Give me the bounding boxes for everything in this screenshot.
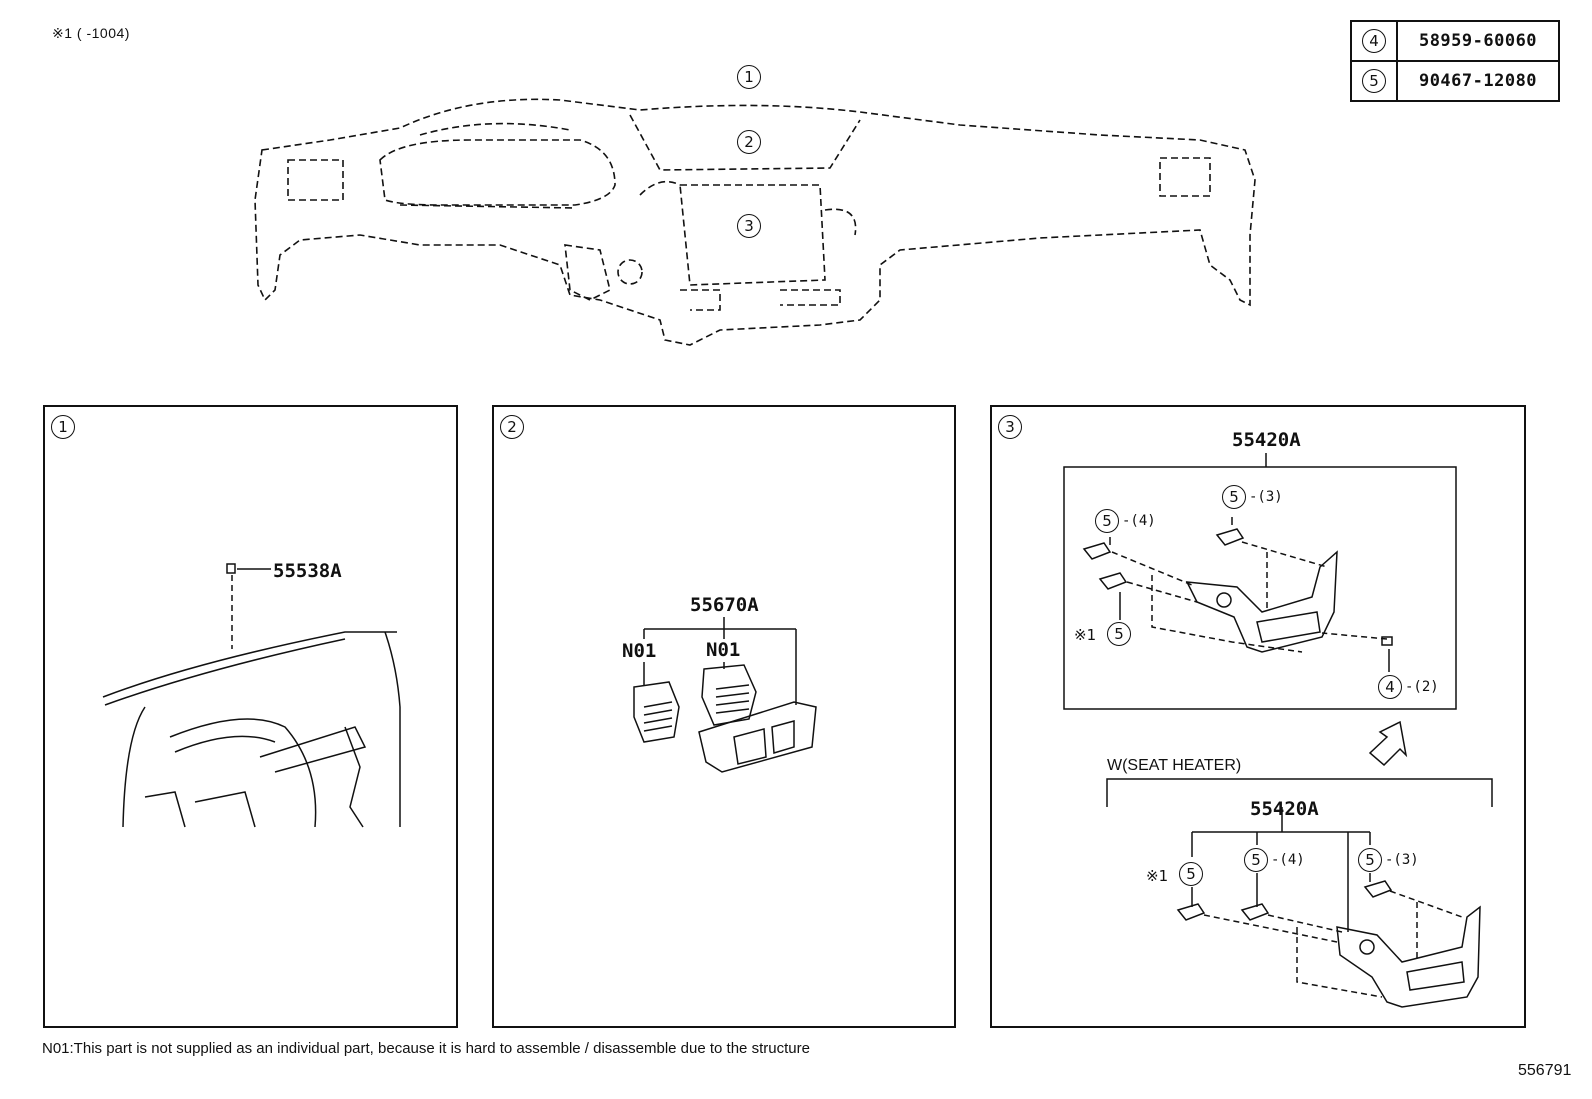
quantity-label: -(4): [1271, 852, 1305, 868]
callout-circle: 3: [737, 214, 761, 238]
part-label: 55538A: [273, 560, 342, 582]
detail-panel-2: 2 55670A N01 N01: [492, 405, 956, 1028]
quantity-label: -(4): [1122, 513, 1156, 529]
callout-circle: 5: [1179, 862, 1203, 886]
callout-circle: 5: [1244, 848, 1268, 872]
part-label: 55420A: [1232, 429, 1301, 451]
callout-circle: 5: [1095, 509, 1119, 533]
reference-table: 4 58959-60060 5 90467-12080: [1350, 20, 1560, 102]
panel-index: 3: [998, 415, 1022, 439]
callout-circle: 5: [1358, 848, 1382, 872]
quantity-label: -(3): [1385, 852, 1419, 868]
panel-index: 2: [500, 415, 524, 439]
callout-circle: 1: [737, 65, 761, 89]
callout-circle: 4: [1378, 675, 1402, 699]
part-label-n01: N01: [706, 639, 741, 661]
part-number: 58959-60060: [1396, 20, 1560, 62]
part-label: 55670A: [690, 594, 759, 616]
detail-panel-3: 3 55420A 5 -(4) 5 -(3) ※1 5 4 -(2) W(SEA…: [990, 405, 1526, 1028]
panel-1-drawing: [102, 563, 401, 828]
dashboard-overview-drawing: [254, 98, 1256, 346]
reference-row: 5 90467-12080: [1350, 60, 1560, 102]
note-mark: ※1: [1074, 626, 1097, 644]
header-note: ※1 ( -1004): [52, 25, 130, 41]
panel-index: 1: [51, 415, 75, 439]
callout-circle: 5: [1107, 622, 1131, 646]
illustration-number: 556791: [1518, 1062, 1572, 1079]
callout-circle: 5: [1222, 485, 1246, 509]
condition-label: W(SEAT HEATER): [1107, 757, 1242, 774]
quantity-label: -(2): [1405, 679, 1439, 695]
part-label-n01: N01: [622, 640, 657, 662]
reference-row: 4 58959-60060: [1350, 20, 1560, 62]
quantity-label: -(3): [1249, 489, 1283, 505]
detail-panel-1: 1 55538A: [43, 405, 458, 1028]
footnote: N01:This part is not supplied as an indi…: [42, 1040, 810, 1057]
note-mark: ※1: [1146, 867, 1169, 885]
callout-circle: 5: [1362, 69, 1386, 93]
part-label: 55420A: [1250, 798, 1319, 820]
callout-circle: 2: [737, 130, 761, 154]
callout-circle: 4: [1362, 29, 1386, 53]
part-number: 90467-12080: [1396, 60, 1560, 102]
panel-3-drawing: [1063, 453, 1493, 1008]
panel-2-drawing: [633, 617, 817, 773]
